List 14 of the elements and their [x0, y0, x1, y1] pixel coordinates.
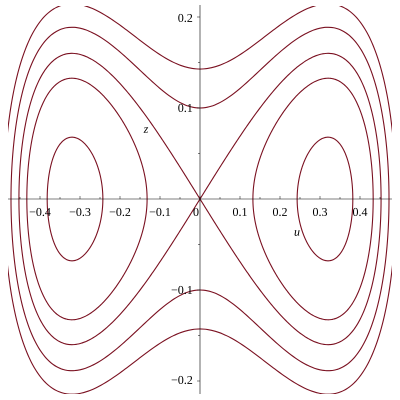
- axis-label: u: [294, 230, 300, 236]
- tick-label: 0.4: [352, 208, 368, 216]
- tick-label: 0.1: [232, 208, 247, 216]
- tick-label: 0: [193, 208, 199, 216]
- tick-label: 0.1: [178, 104, 192, 112]
- tick-label: 0.3: [312, 208, 328, 216]
- tick-label: −0.3: [70, 208, 90, 216]
- tick-label: −0.2: [110, 208, 130, 216]
- tick-label: −0.1: [172, 286, 192, 294]
- tick-label: −0.1: [150, 208, 170, 216]
- tick-label: −0.2: [172, 376, 192, 384]
- tick-label: 0.2: [272, 208, 287, 216]
- tick-label: 0.2: [178, 14, 192, 22]
- axis-label: z: [144, 127, 148, 133]
